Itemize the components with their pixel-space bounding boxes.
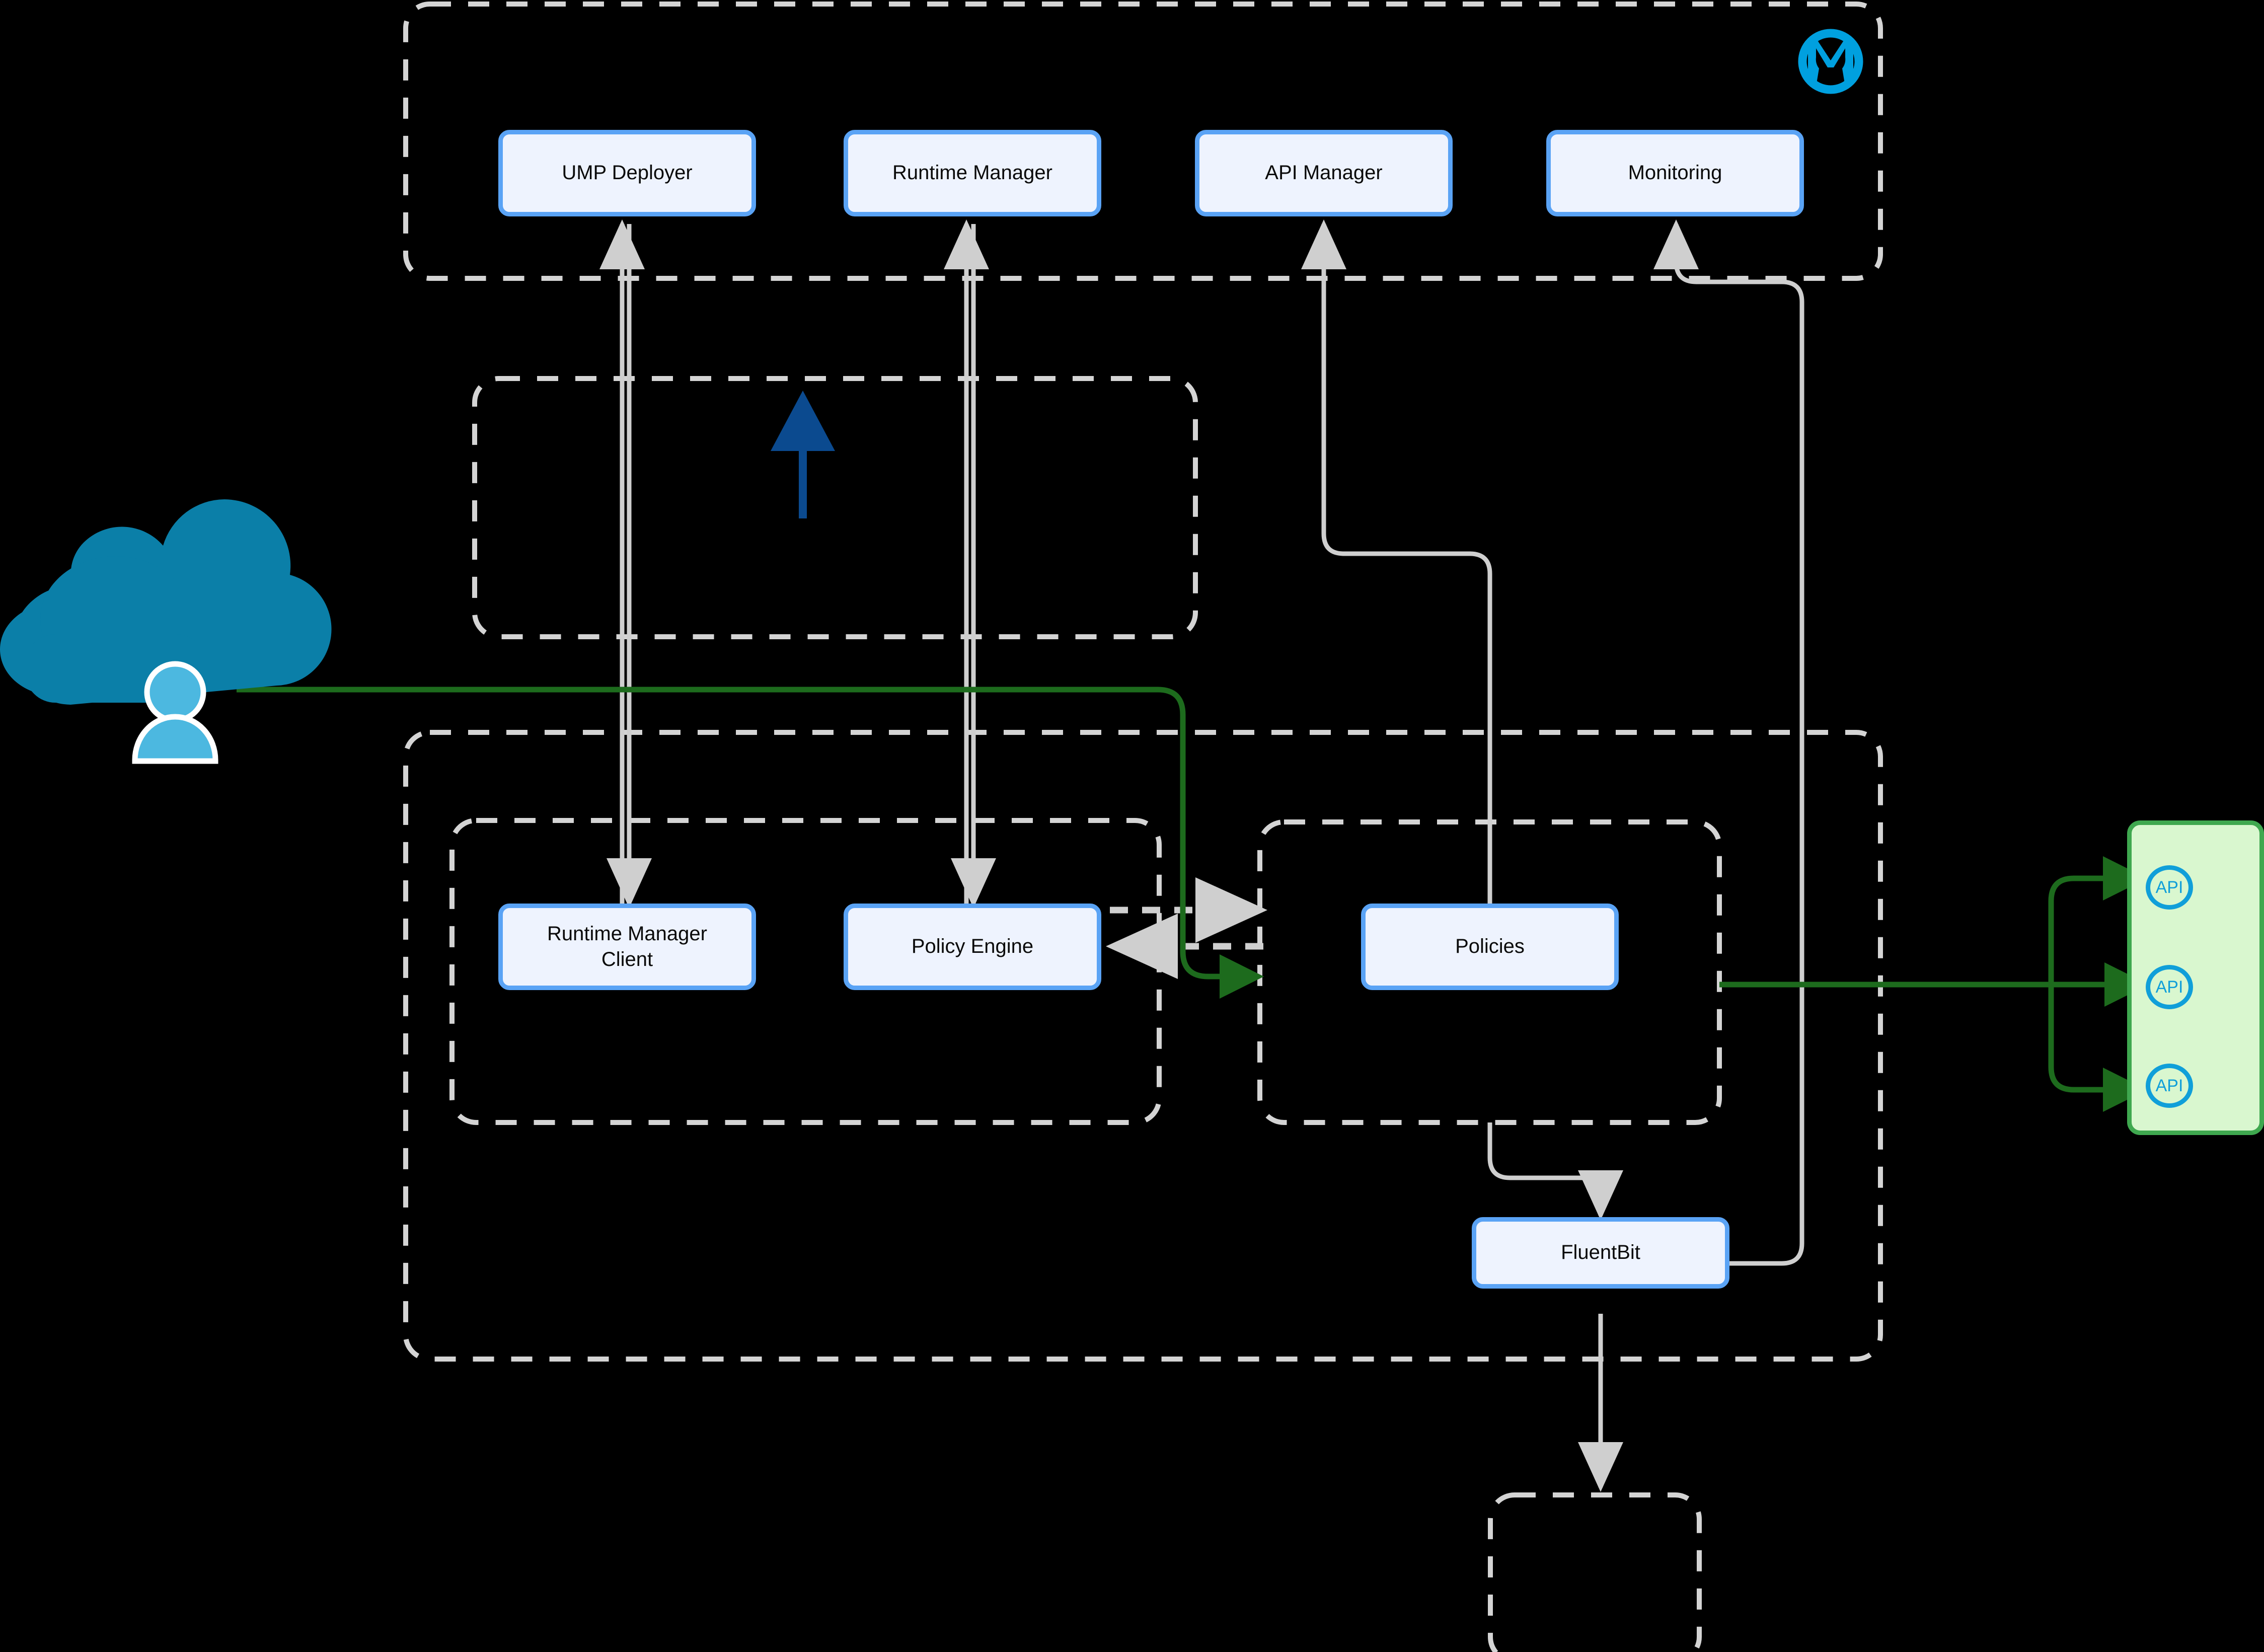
node-runtime-manager[interactable]: Runtime Manager <box>844 130 1101 216</box>
mulesoft-logo-icon <box>1798 29 1863 94</box>
api-circle-1[interactable]: API <box>2146 865 2193 910</box>
node-api-manager[interactable]: API Manager <box>1195 130 1453 216</box>
conn-clouduser-to-policies <box>237 687 1264 999</box>
logging-sink-container <box>1488 1492 1702 1652</box>
node-fluentbit[interactable]: FluentBit <box>1472 1217 1729 1289</box>
node-ump-deployer[interactable]: UMP Deployer <box>498 130 756 216</box>
node-policy-engine[interactable]: Policy Engine <box>844 904 1101 990</box>
control-plane-container <box>403 2 1883 281</box>
node-monitoring[interactable]: Monitoring <box>1546 130 1804 216</box>
node-runtime-manager-client[interactable]: Runtime Manager Client <box>498 904 756 990</box>
conn-policies-to-api-3 <box>2048 985 2147 1112</box>
conn-fluentbit-to-monitoring <box>1653 219 1804 1266</box>
node-runtime-manager-client-label-line2: Client <box>601 948 653 970</box>
node-runtime-manager-client-label-line1: Runtime Manager <box>547 922 707 945</box>
api-panel: API API API <box>2127 820 2264 1135</box>
conn-policies-to-api-1 <box>2048 856 2147 985</box>
api-circle-3[interactable]: API <box>2146 1064 2193 1108</box>
cloud-user-icon <box>0 499 332 764</box>
middle-container <box>472 376 1198 639</box>
runtime-plane-container <box>403 730 1883 1362</box>
conn-policies-to-fluentbit <box>1487 1122 1623 1220</box>
node-policies[interactable]: Policies <box>1361 904 1619 990</box>
conn-policies-to-api-manager <box>1301 219 1492 904</box>
api-circle-2[interactable]: API <box>2146 965 2193 1009</box>
